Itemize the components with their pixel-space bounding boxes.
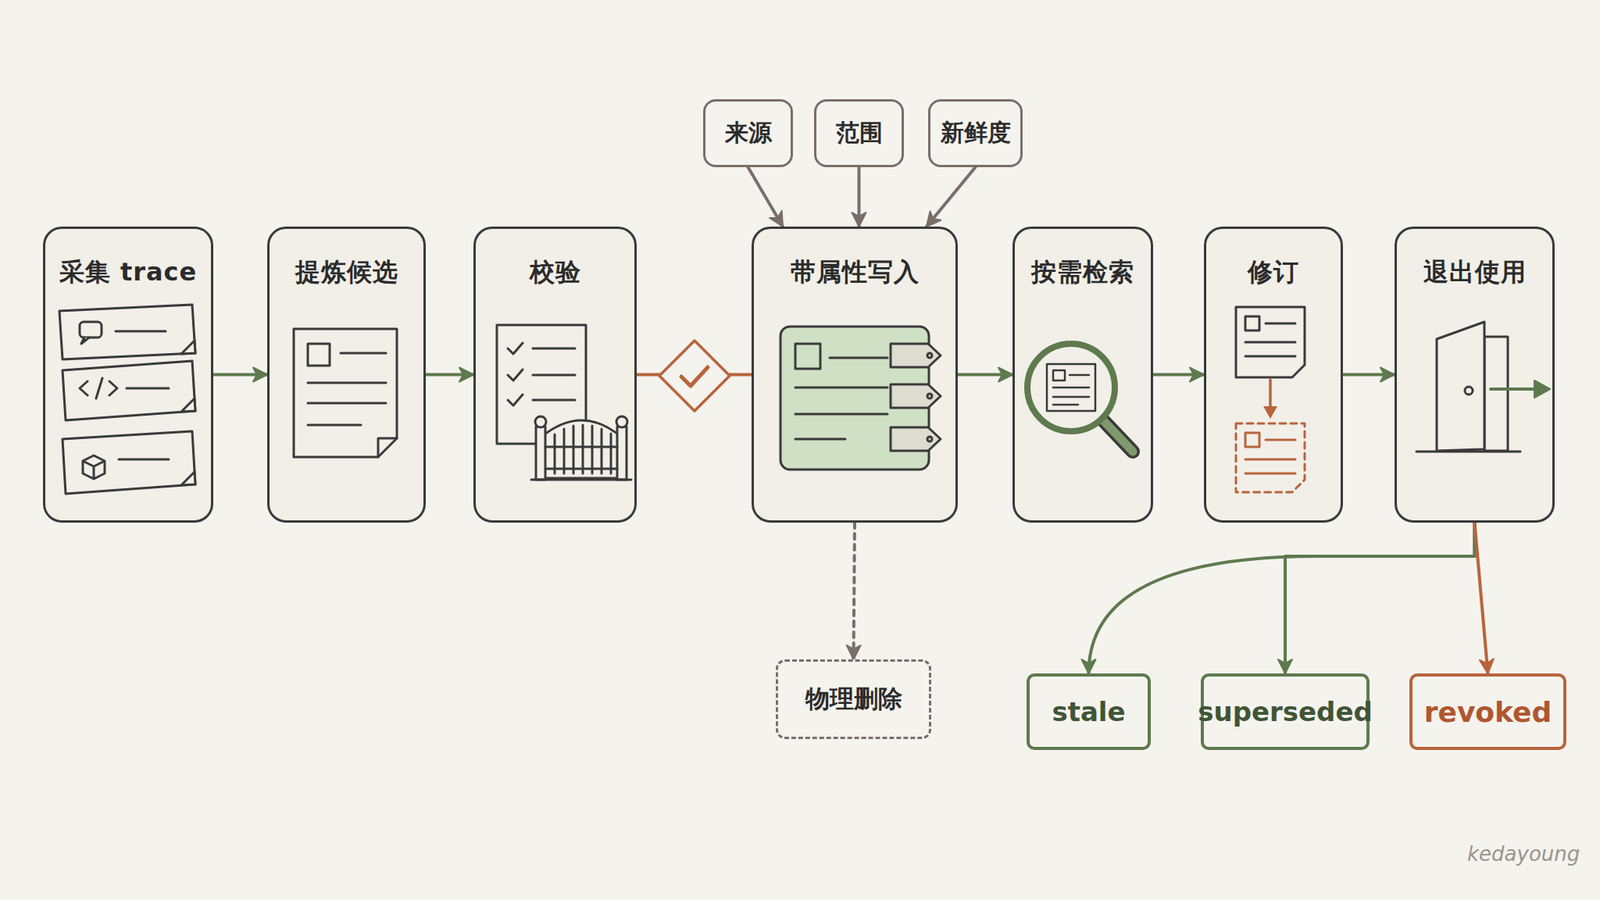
flow-arrow: [1285, 522, 1475, 674]
validation-diamond: [659, 340, 730, 411]
process-box: 提炼候选: [267, 226, 426, 523]
node-label: 提炼候选: [269, 255, 424, 290]
process-box: 采集 trace: [42, 226, 214, 523]
process-box: 校验: [473, 226, 637, 523]
node-label: superseded: [1197, 696, 1373, 728]
node-label: stale: [1051, 696, 1125, 728]
attribute-box: 范围: [814, 99, 904, 168]
flow-arrow: [636, 373, 752, 377]
flow-arrow: [1342, 373, 1395, 377]
attribute-box: 来源: [703, 99, 793, 168]
node-label: 修订: [1206, 255, 1341, 290]
diamond-check: [681, 367, 708, 386]
attribute-box: 新鲜度: [928, 99, 1023, 168]
process-box: 带属性写入: [751, 226, 958, 523]
process-box: 退出使用: [1394, 226, 1555, 523]
node-label: 校验: [475, 255, 635, 290]
process-box: 修订: [1203, 226, 1343, 523]
flow-arrow: [853, 522, 856, 660]
state-box: stale: [1026, 673, 1151, 750]
flow-arrow: [957, 373, 1013, 377]
node-label: 采集 trace: [45, 255, 211, 290]
node-label: revoked: [1424, 696, 1553, 729]
flow-arrow: [857, 167, 861, 227]
node-label: 退出使用: [1396, 255, 1553, 290]
node-label: 来源: [725, 117, 772, 150]
flow-arrow: [425, 373, 474, 377]
node-label: 物理删除: [805, 682, 903, 716]
watermark: kedayoung: [1467, 842, 1580, 866]
flow-arrow: [1089, 522, 1475, 674]
flow-arrow: [213, 373, 268, 377]
flow-arrow: [748, 167, 784, 227]
flow-arrow: [926, 167, 976, 227]
node-label: 带属性写入: [753, 255, 956, 290]
flow-arrow: [1475, 522, 1489, 674]
state-box: superseded: [1200, 673, 1370, 750]
node-label: 范围: [835, 117, 883, 150]
node-label: 新鲜度: [940, 117, 1011, 150]
flow-arrow: [1153, 373, 1204, 377]
state-box: revoked: [1409, 673, 1567, 750]
process-box: 按需检索: [1012, 226, 1154, 523]
node-label: 按需检索: [1014, 255, 1151, 290]
diamond-outline: [659, 340, 730, 411]
delete-box: 物理删除: [775, 659, 932, 740]
